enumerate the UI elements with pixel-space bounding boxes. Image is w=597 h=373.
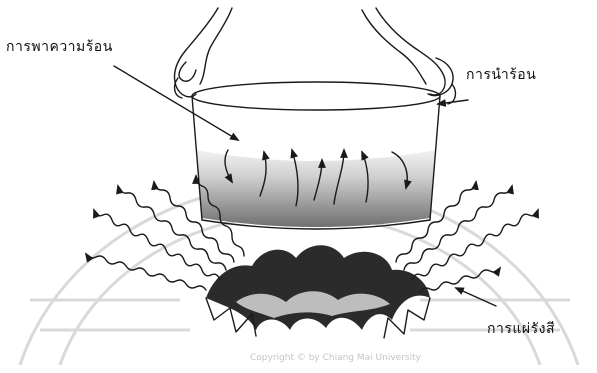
- pot-liquid: [196, 150, 436, 227]
- left-hand-icon: [174, 8, 232, 98]
- radiation-label: การแผ่รังสี: [487, 318, 555, 340]
- pot: [192, 82, 440, 229]
- convection-label: การพาความร้อน: [6, 36, 113, 58]
- watermark-caption: Copyright © by Chiang Mai University: [250, 353, 422, 363]
- radiation-pointer-arrow: [456, 288, 496, 306]
- convection-pointer-arrow: [114, 66, 238, 140]
- conduction-label: การนำร้อน: [466, 64, 536, 86]
- pot-rim: [192, 82, 440, 110]
- right-hand-icon: [362, 8, 455, 104]
